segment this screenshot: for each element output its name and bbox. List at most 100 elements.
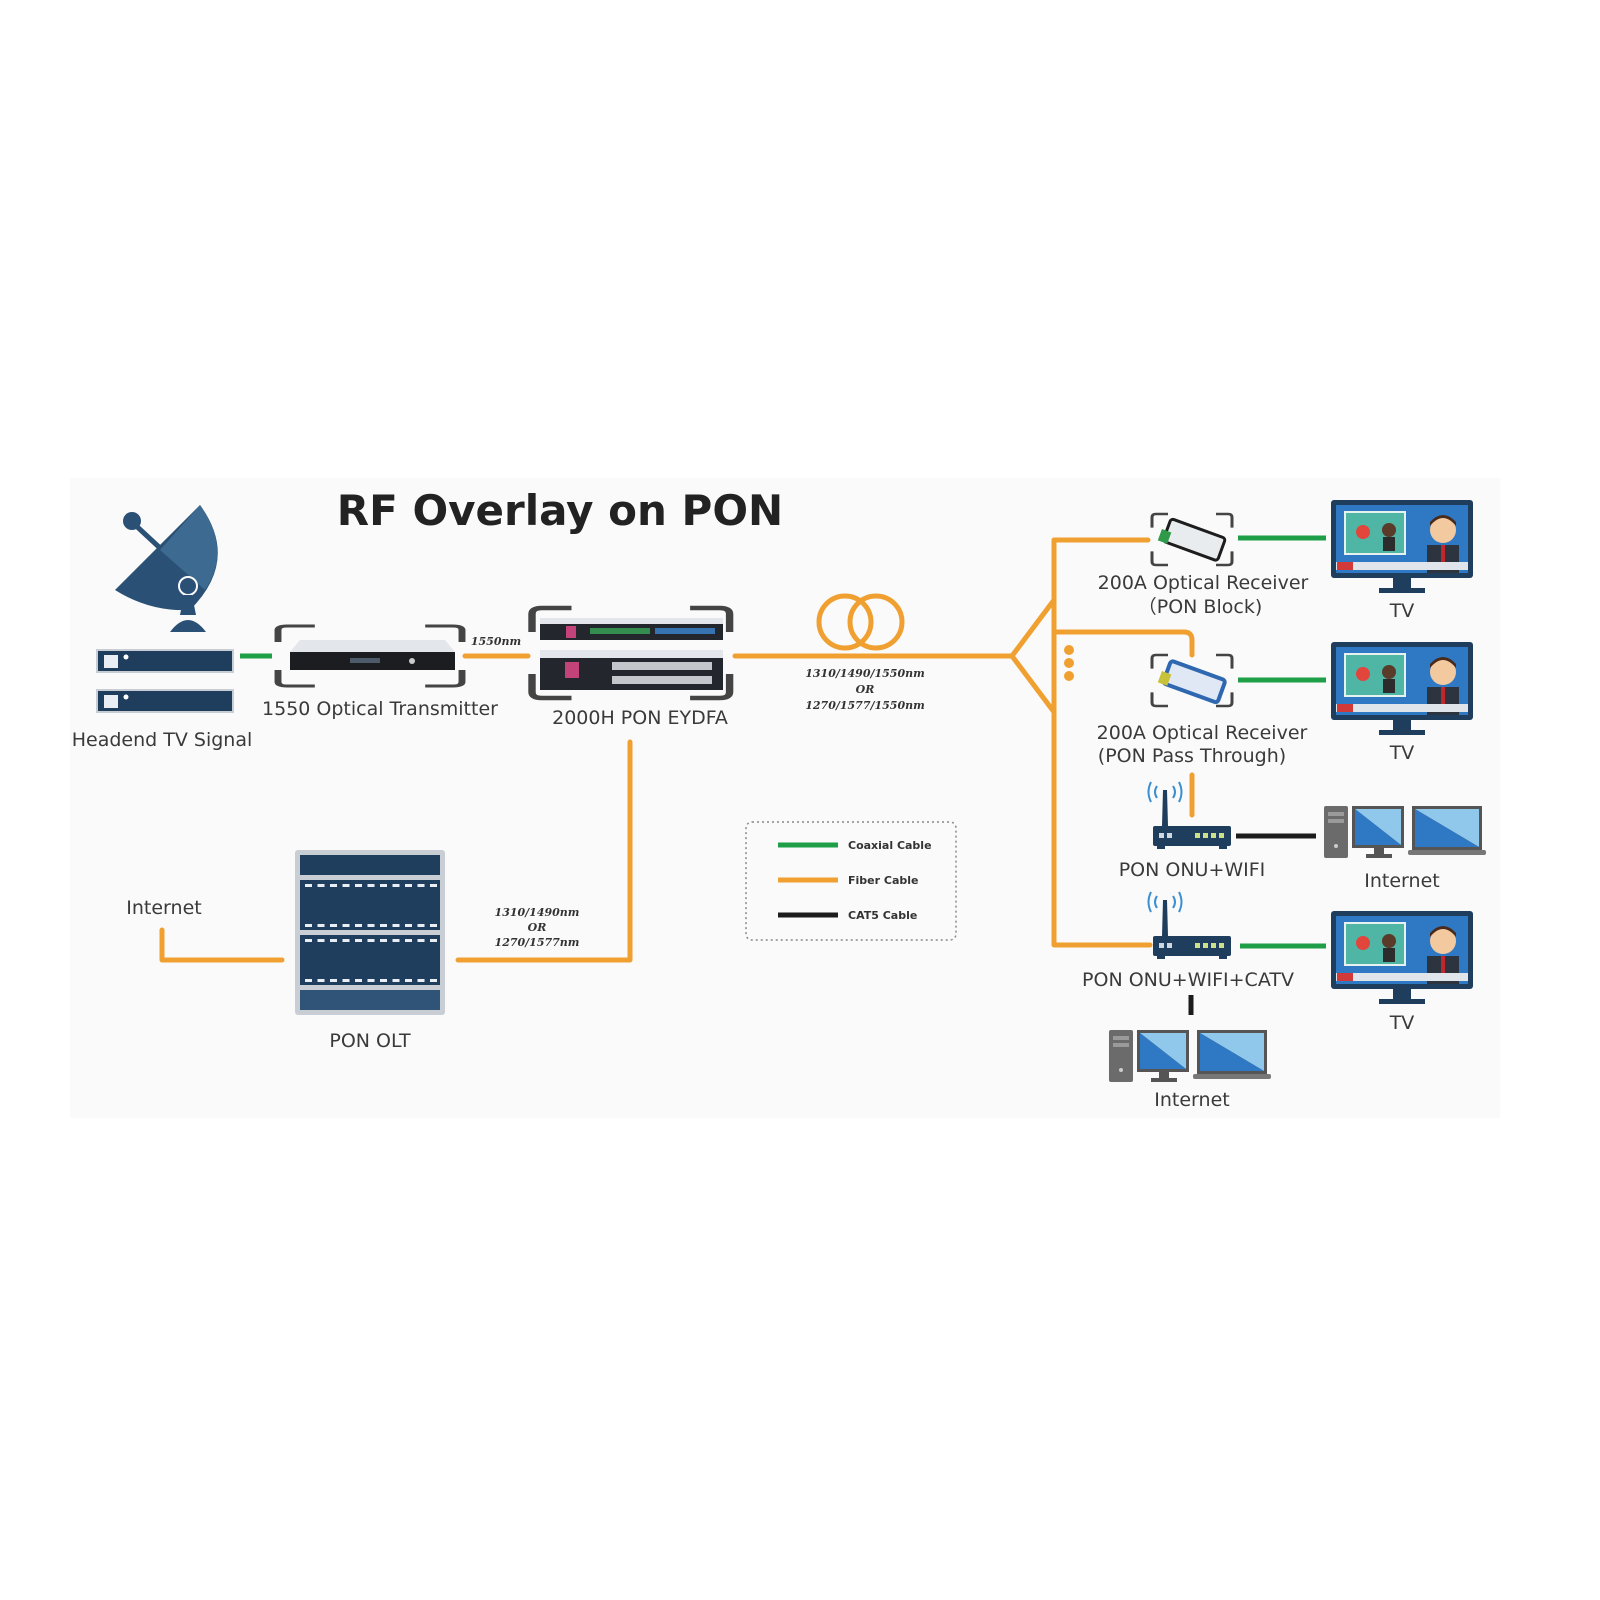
- olt-slot-light: [305, 924, 312, 927]
- olt-node[interactable]: [295, 850, 445, 1015]
- olt-slot-light: [330, 884, 337, 887]
- fiber-split-to-receiver-pass: [1051, 629, 1195, 658]
- olt-slot-light: [392, 924, 400, 927]
- wavelength-trunk: 1310/1490/1550nm OR 1270/1577/1550nm: [805, 667, 925, 712]
- olt-slot-light: [380, 939, 387, 942]
- svg-text:OR: OR: [856, 683, 875, 696]
- internet-1-label: Internet: [1364, 870, 1439, 892]
- receiver-block-label-2: （PON Block): [1138, 596, 1262, 618]
- optical-receiver-icon: [1157, 517, 1227, 562]
- olt-slot-light: [405, 939, 412, 942]
- legend: Coaxial Cable Fiber Cable CAT5 Cable: [745, 821, 957, 941]
- olt-slot-light: [380, 979, 387, 982]
- edfa-label: 2000H PON EYDFA: [552, 707, 728, 729]
- olt-slot-light: [355, 939, 362, 942]
- tv-icon: [1330, 499, 1474, 594]
- tv-2[interactable]: [1330, 641, 1474, 736]
- svg-text:1310/1490nm: 1310/1490nm: [495, 906, 580, 919]
- tv-icon: [1330, 910, 1474, 1005]
- olt-slot-light: [330, 924, 337, 927]
- olt-slot-light: [367, 939, 375, 942]
- tv-2-label: TV: [1389, 742, 1415, 764]
- olt-slot-light: [342, 939, 350, 942]
- fiber-internet-to-olt: [159, 927, 285, 963]
- olt-slot-light: [417, 884, 425, 887]
- olt-slot-light: [317, 924, 325, 927]
- svg-text:Fiber Cable: Fiber Cable: [848, 874, 918, 887]
- olt-slot-light: [405, 884, 412, 887]
- olt-slot-light: [355, 924, 362, 927]
- svg-text:1270/1577/1550nm: 1270/1577/1550nm: [805, 699, 925, 712]
- wavelength-tx-edfa: 1550nm: [471, 635, 521, 648]
- olt-slot-light: [305, 939, 312, 942]
- olt-slot-light: [430, 979, 437, 982]
- olt-slot-light: [317, 939, 325, 942]
- headend-label: Headend TV Signal: [72, 729, 253, 751]
- olt-slot-light: [342, 979, 350, 982]
- olt-slot-light: [355, 884, 362, 887]
- optical-splitter-icon: [1009, 597, 1074, 715]
- olt-slot-light: [430, 924, 437, 927]
- transmitter-node[interactable]: [278, 626, 462, 686]
- olt-slot-light: [417, 979, 425, 982]
- olt-slot-light: [405, 979, 412, 982]
- olt-slot-light: [430, 884, 437, 887]
- receiver-pass-label-2: (PON Pass Through): [1098, 745, 1286, 767]
- olt-slot-light: [342, 884, 350, 887]
- onu-wifi-catv-node[interactable]: [1147, 891, 1232, 960]
- olt-slot-light: [392, 884, 400, 887]
- rack-unit-icon: [540, 618, 723, 690]
- olt-slot-light: [317, 884, 325, 887]
- receiver-block-node[interactable]: [1150, 512, 1234, 567]
- onu-wifi-catv-label: PON ONU+WIFI+CATV: [1082, 969, 1294, 991]
- optical-receiver-icon: [1157, 659, 1227, 705]
- receiver-pass-node[interactable]: [1150, 653, 1234, 708]
- olt-slot-light: [367, 979, 375, 982]
- olt-label: PON OLT: [329, 1030, 411, 1052]
- olt-slot-light: [355, 979, 362, 982]
- olt-slot-light: [380, 884, 387, 887]
- legend-item-coaxial: Coaxial Cable: [778, 839, 932, 852]
- olt-slot-light: [330, 979, 337, 982]
- olt-slot-light: [317, 979, 325, 982]
- diagram-title: RF Overlay on PON: [337, 486, 783, 535]
- legend-item-fiber: Fiber Cable: [778, 874, 918, 887]
- olt-slot-light: [380, 924, 387, 927]
- fiber-edfa-to-olt: [455, 739, 633, 963]
- olt-slot-light: [430, 939, 437, 942]
- olt-slot-light: [367, 884, 375, 887]
- olt-slot-light: [305, 979, 312, 982]
- internet-2-label: Internet: [1154, 1089, 1229, 1111]
- svg-text:1310/1490/1550nm: 1310/1490/1550nm: [805, 667, 925, 680]
- olt-internet-label: Internet: [126, 897, 201, 919]
- headend-receiver-unit-icon: [96, 649, 234, 713]
- computer-icon: [1324, 806, 1486, 858]
- tv-icon: [1330, 641, 1474, 736]
- fiber-split-to-receiver-block: [1051, 537, 1151, 615]
- tv-3[interactable]: [1330, 910, 1474, 1005]
- computer-icon: [1109, 1030, 1271, 1082]
- svg-text:CAT5 Cable: CAT5 Cable: [848, 909, 917, 922]
- olt-slot-indicators: [305, 884, 437, 982]
- svg-text:OR: OR: [528, 921, 547, 934]
- legend-item-cat5: CAT5 Cable: [778, 909, 917, 922]
- olt-slot-light: [417, 939, 425, 942]
- olt-slot-light: [305, 884, 312, 887]
- tv-1[interactable]: [1330, 499, 1474, 594]
- internet-1-computers[interactable]: [1324, 806, 1486, 858]
- olt-slot-light: [405, 924, 412, 927]
- transmitter-label: 1550 Optical Transmitter: [262, 698, 498, 720]
- satellite-dish-icon: [115, 505, 218, 632]
- rack-unit-icon: [290, 640, 455, 670]
- edfa-node[interactable]: [532, 608, 730, 698]
- wavelength-olt-edfa: 1310/1490nm OR 1270/1577nm: [495, 906, 580, 949]
- fiber-split-to-onu-catv: [1051, 697, 1153, 948]
- wifi-router-icon: [1147, 891, 1232, 960]
- olt-slot-light: [342, 924, 350, 927]
- olt-slot-light: [417, 924, 425, 927]
- svg-text:Coaxial Cable: Coaxial Cable: [848, 839, 932, 852]
- tv-1-label: TV: [1389, 600, 1415, 622]
- olt-slot-light: [330, 939, 337, 942]
- internet-2-computers[interactable]: [1109, 1030, 1271, 1082]
